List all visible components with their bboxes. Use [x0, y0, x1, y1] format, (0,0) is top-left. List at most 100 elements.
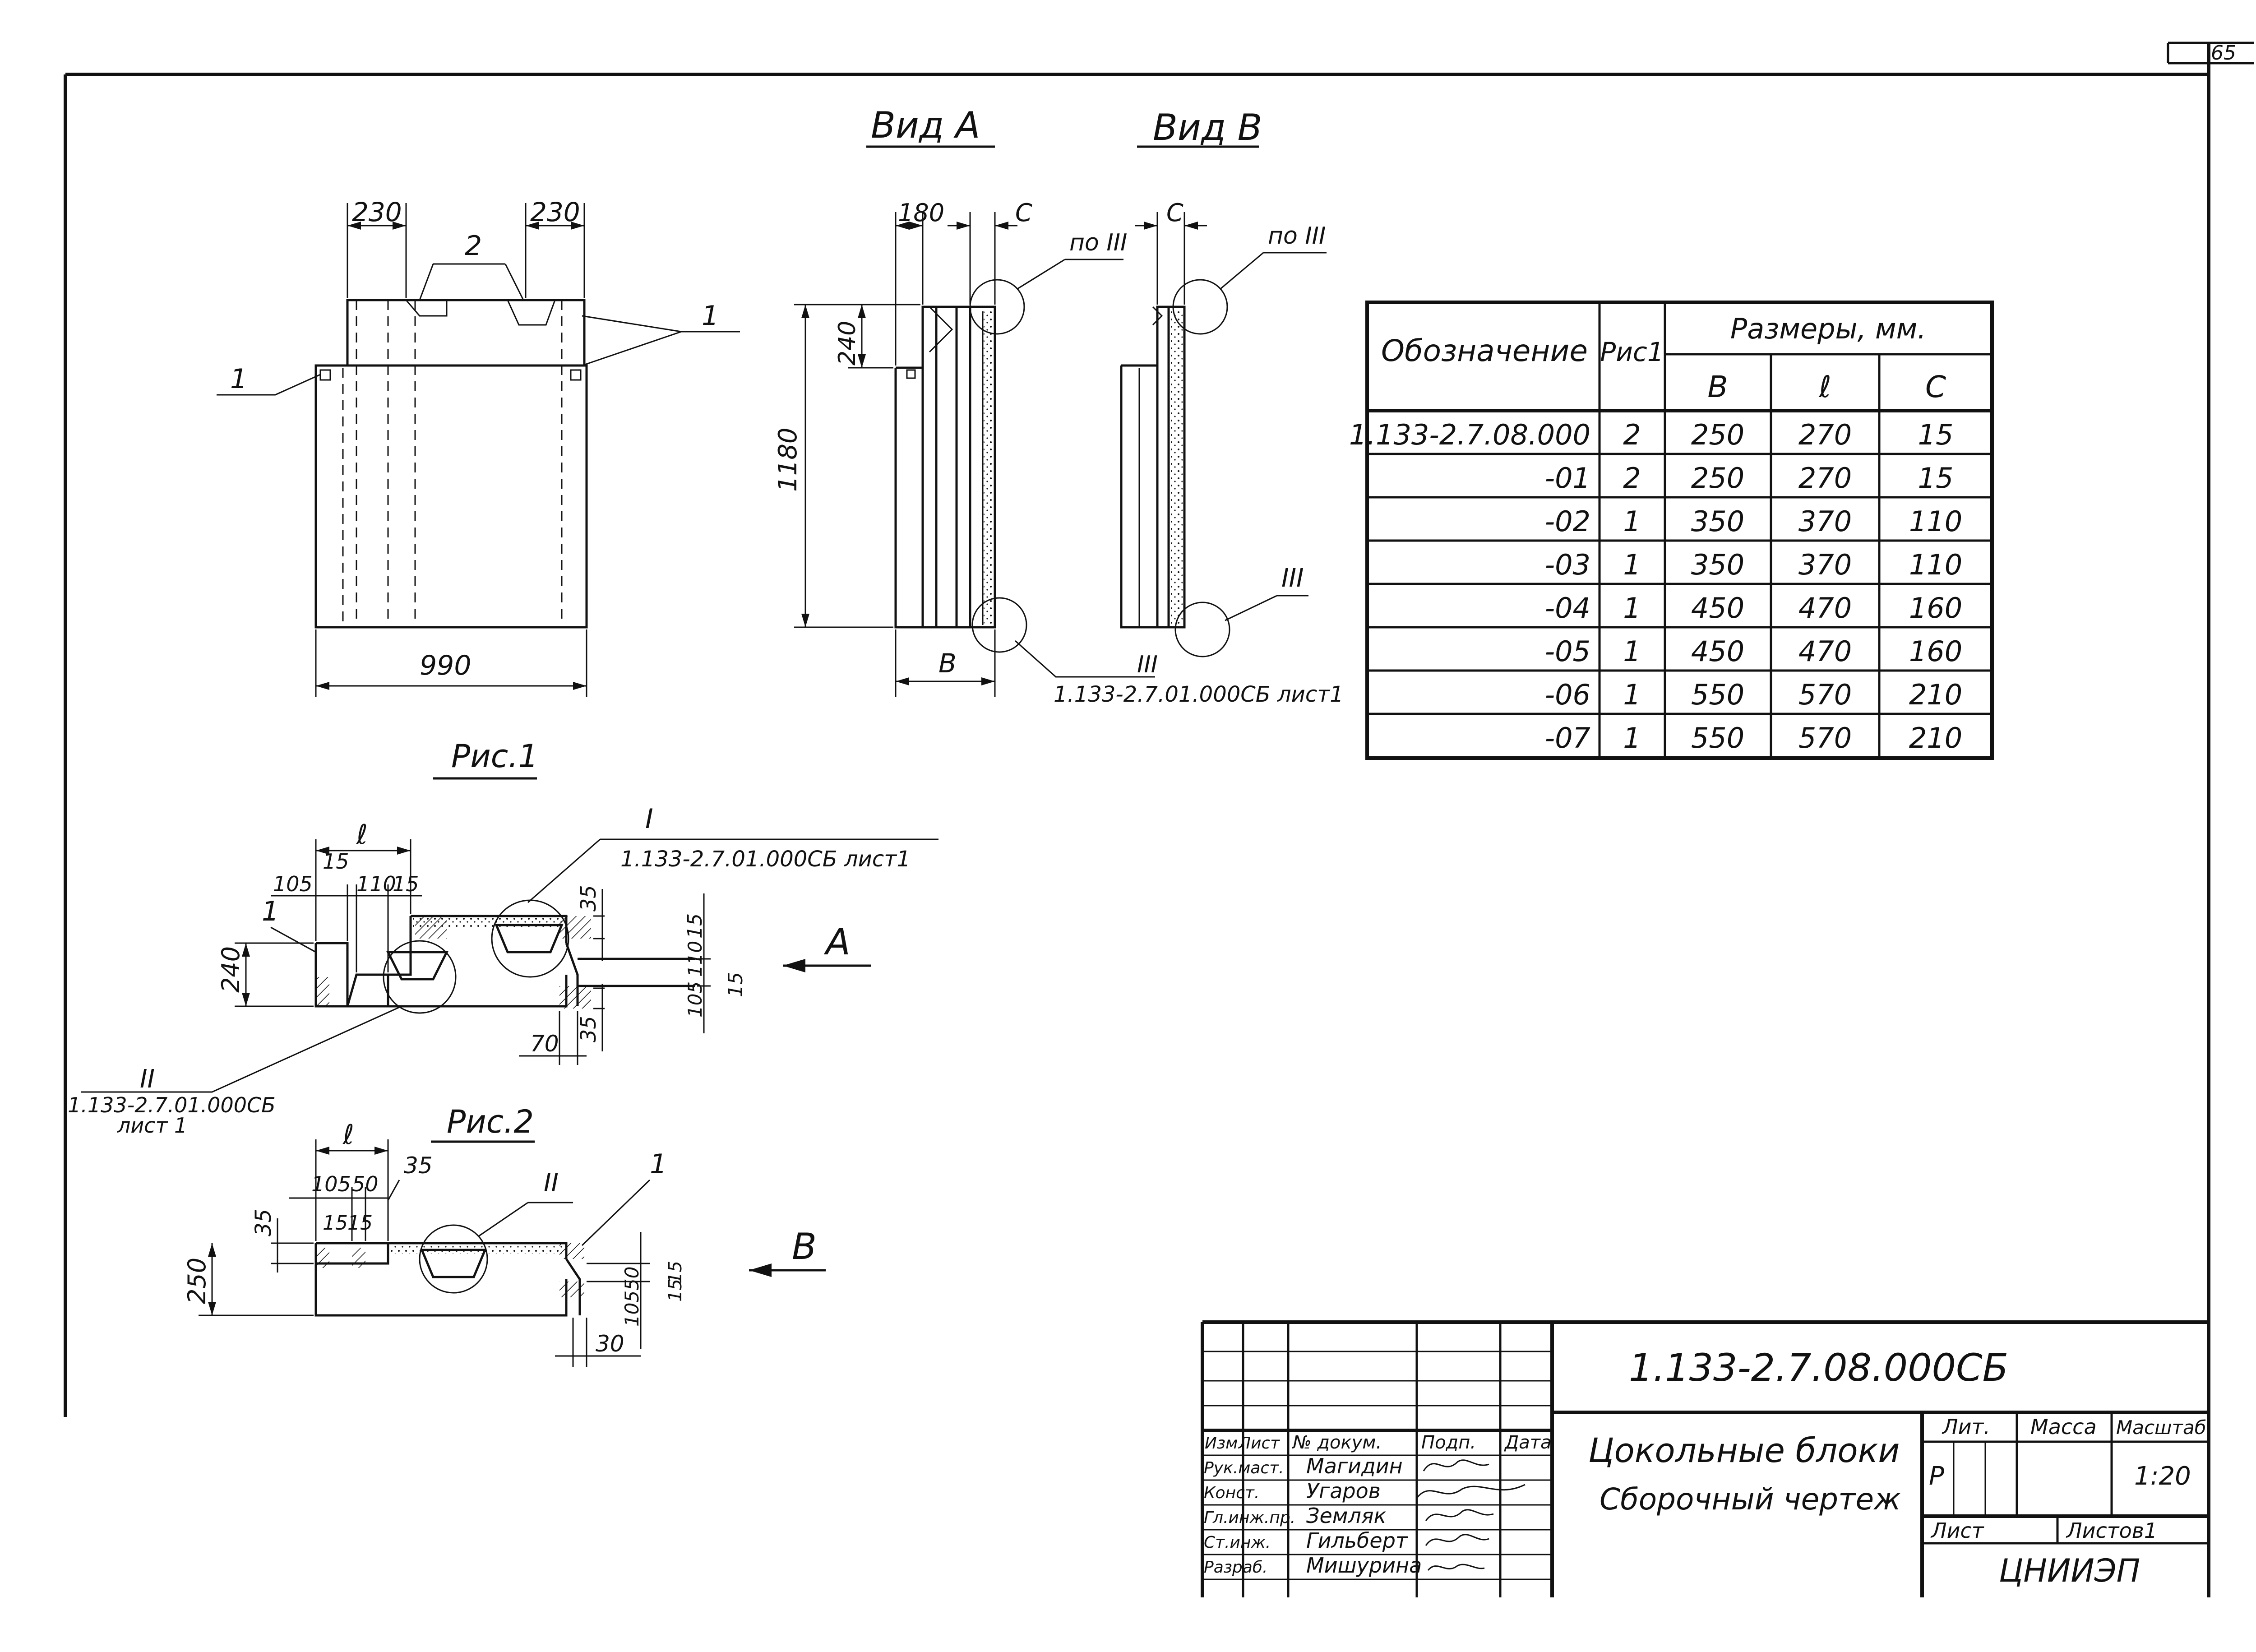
- table-header-l: ℓ: [1818, 370, 1831, 404]
- fig1-dim-15c: 15: [684, 913, 707, 939]
- fig1-title: Рис.1: [451, 738, 538, 775]
- table-header-b: В: [1707, 370, 1728, 404]
- svg-text:-04: -04: [1545, 592, 1590, 625]
- fig2-node-ii: II: [544, 1168, 559, 1198]
- table-header-sizes: Размеры, мм.: [1730, 312, 1926, 345]
- svg-text:Земляк: Земляк: [1306, 1504, 1387, 1528]
- signature-mark: [1416, 1484, 1526, 1499]
- fig2-title: Рис.2: [447, 1103, 534, 1140]
- svg-text:270: 270: [1798, 462, 1852, 495]
- title-block-person: Ст.инж. Гильберт: [1204, 1528, 1489, 1553]
- svg-text:15: 15: [1918, 418, 1954, 451]
- fig1-dim-15b: 15: [393, 872, 419, 896]
- fig1-dim-70: 70: [530, 1031, 559, 1057]
- fig1-arrow-a: А: [823, 921, 851, 963]
- table-row: -07 1 550 570 210: [1545, 722, 1962, 754]
- fig2-dim-105: 105: [311, 1172, 351, 1196]
- view-b-ref-label: по III: [1268, 222, 1326, 250]
- svg-text:1: 1: [1623, 722, 1641, 754]
- fig2-pos-1: 1: [650, 1148, 667, 1180]
- front-dim-230-left: 230: [352, 197, 402, 227]
- svg-text:Угаров: Угаров: [1306, 1479, 1381, 1503]
- svg-text:-05: -05: [1545, 635, 1590, 668]
- svg-text:570: 570: [1798, 678, 1852, 711]
- front-dim-990: 990: [420, 650, 472, 681]
- title-block-person: Рук.маст. Магидин: [1204, 1454, 1489, 1478]
- title-block-lit-label: Лит.: [1942, 1415, 1990, 1439]
- view-titles: Вид А Вид В Рис.1 Рис.2: [431, 104, 1262, 1143]
- front-view: 230 230 990 2 1 1: [217, 197, 740, 697]
- fig2-dim-15d: 15: [665, 1261, 686, 1284]
- svg-text:Рук.маст.: Рук.маст.: [1204, 1459, 1284, 1477]
- fig1-plan: ℓ 105 15 110 15 240 1 I 1.133-2.7.01.000…: [68, 803, 938, 1138]
- fig1-node-i-ref: 1.133-2.7.01.000СБ лист1: [620, 847, 911, 872]
- title-block-title-line2: Сборочный чертеж: [1600, 1482, 1901, 1517]
- svg-text:160: 160: [1909, 635, 1962, 668]
- svg-text:-02: -02: [1545, 505, 1590, 538]
- svg-text:Магидин: Магидин: [1306, 1454, 1403, 1478]
- view-a-ref-iii: III: [1137, 651, 1158, 678]
- title-block-col-izm: Изм: [1205, 1434, 1238, 1453]
- svg-text:570: 570: [1798, 722, 1852, 754]
- sheet-frame: 65: [64, 42, 2254, 1597]
- signature-mark: [1427, 1564, 1485, 1571]
- view-a-dim-1180: 1180: [773, 427, 803, 492]
- fig2-arrow-b: В: [792, 1226, 817, 1268]
- title-block-col-date: Дата: [1504, 1432, 1552, 1453]
- svg-text:Гильберт: Гильберт: [1306, 1528, 1408, 1553]
- table-row: -01 2 250 270 15: [1545, 462, 1954, 495]
- fig1-node-ii-sheet: лист 1: [117, 1113, 187, 1138]
- svg-text:-03: -03: [1545, 548, 1590, 581]
- svg-text:Ст.инж.: Ст.инж.: [1204, 1533, 1271, 1552]
- svg-text:1: 1: [1623, 678, 1641, 711]
- svg-text:15: 15: [1918, 462, 1954, 495]
- title-block-sheet-label: Лист: [1930, 1518, 1984, 1543]
- svg-text:2: 2: [1623, 462, 1641, 495]
- svg-text:2: 2: [1623, 418, 1641, 451]
- title-block-title-line1: Цокольные блоки: [1588, 1431, 1900, 1470]
- svg-text:1: 1: [1623, 635, 1641, 668]
- svg-text:-07: -07: [1545, 722, 1590, 754]
- table-row: -06 1 550 570 210: [1545, 678, 1962, 711]
- signature-mark: [1423, 1459, 1489, 1472]
- fig1-node-i: I: [645, 803, 653, 835]
- title-block-col-doc: № докум.: [1292, 1432, 1382, 1453]
- view-a-dim-180: 180: [898, 199, 944, 227]
- svg-text:Мишурина: Мишурина: [1306, 1553, 1422, 1578]
- fig1-dim-110: 110: [356, 872, 396, 896]
- signature-mark: [1425, 1509, 1494, 1521]
- front-pos-2: 2: [465, 230, 482, 262]
- signature-mark: [1425, 1534, 1489, 1546]
- fig2-plan: ℓ 105 50 35 35 15 15 250 II 1 105 50 15 …: [183, 1119, 826, 1367]
- view-a-dim-b: В: [938, 648, 957, 679]
- svg-text:-06: -06: [1545, 678, 1590, 711]
- fig1-pos-1: 1: [262, 896, 279, 927]
- table-row: -03 1 350 370 110: [1545, 548, 1962, 581]
- dimensions-table: Обозначение Рис1 Размеры, мм. В ℓ С 1.13…: [1349, 301, 1994, 760]
- fig1-dim-105: 105: [273, 872, 313, 896]
- fig2-dim-50: 50: [352, 1172, 379, 1196]
- fig2-dim-35a: 35: [404, 1152, 433, 1179]
- svg-text:370: 370: [1798, 548, 1852, 581]
- svg-text:470: 470: [1798, 592, 1852, 625]
- svg-text:Конст.: Конст.: [1204, 1484, 1259, 1502]
- svg-text:350: 350: [1691, 505, 1744, 538]
- side-view-a: 180 С 240 1180 В по III III 1.133-2.7.01…: [773, 199, 1344, 707]
- fig2-dim-15c: 15: [665, 1279, 686, 1302]
- fig2-dim-50b: 50: [621, 1267, 643, 1291]
- svg-text:350: 350: [1691, 548, 1744, 581]
- title-block-col-sign: Подп.: [1421, 1432, 1476, 1453]
- front-pos-1-right: 1: [702, 300, 719, 332]
- fig1-dim-15d: 15: [724, 972, 747, 997]
- fig1-dim-35a: 35: [576, 885, 601, 912]
- svg-text:210: 210: [1909, 678, 1962, 711]
- view-a-dim-240: 240: [834, 321, 861, 366]
- view-a-dim-c: С: [1015, 199, 1032, 227]
- table-row: 1.133-2.7.08.000 2 250 270 15: [1349, 418, 1954, 451]
- svg-text:550: 550: [1691, 722, 1744, 754]
- title-block-person: Конст. Угаров: [1204, 1479, 1526, 1503]
- table-header-c: С: [1925, 370, 1946, 404]
- svg-text:250: 250: [1691, 418, 1744, 451]
- svg-text:550: 550: [1691, 678, 1744, 711]
